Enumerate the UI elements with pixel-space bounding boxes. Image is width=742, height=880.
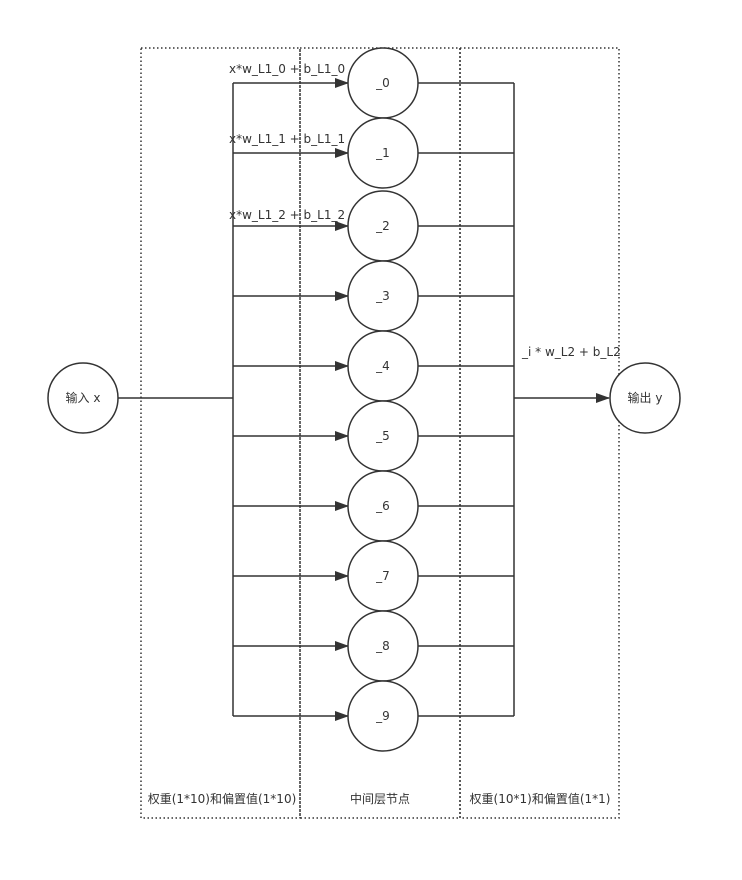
input-edge-label-0: x*w_L1_0 + b_L1_0: [229, 62, 345, 76]
output-node-circle: [609, 362, 681, 434]
input-edge-label-1: x*w_L1_1 + b_L1_1: [229, 132, 345, 146]
hidden-node-0: _0: [347, 47, 419, 119]
output-edges: [418, 82, 610, 717]
region-captions: 权重(1*10)和偏置值(1*10) 中间层节点 权重(10*1)和偏置值(1*…: [148, 791, 611, 806]
hidden-node-5: _5: [347, 400, 419, 472]
hidden-node-label: _0: [375, 76, 390, 90]
region-right-box: [459, 47, 620, 819]
hidden-node-label: _9: [375, 709, 390, 723]
input-node-circle: [47, 362, 119, 434]
region-left-box: [140, 47, 301, 819]
hidden-node-label: _7: [375, 569, 390, 583]
hidden-layer-nodes: _0 _1 _2 _3 _4 _5 _6 _7 _8 _9: [347, 47, 419, 752]
output-edge-label: _i * w_L2 + b_L2: [521, 345, 621, 359]
hidden-node-label: _5: [375, 429, 390, 443]
hidden-node-1: _1: [347, 117, 419, 189]
region-middle-caption: 中间层节点: [350, 791, 410, 806]
input-edges: [118, 78, 349, 721]
hidden-node-8: _8: [347, 610, 419, 682]
hidden-node-4: _4: [347, 330, 419, 402]
hidden-node-circle: [347, 680, 419, 752]
hidden-node-circle: [347, 117, 419, 189]
output-node: 输出 y: [609, 362, 681, 434]
region-right-caption: 权重(10*1)和偏置值(1*1): [470, 791, 611, 806]
hidden-node-label: _8: [375, 639, 390, 653]
hidden-node-label: _1: [375, 146, 390, 160]
region-left-caption: 权重(1*10)和偏置值(1*10): [148, 791, 297, 806]
hidden-node-label: _2: [375, 219, 390, 233]
hidden-node-6: _6: [347, 470, 419, 542]
hidden-node-2: _2: [347, 190, 419, 262]
hidden-node-9: _9: [347, 680, 419, 752]
edge-labels: _i * w_L2 + b_L2 x*w_L1_0 + b_L1_0 x*w_L1…: [229, 62, 621, 359]
input-node: 输入 x: [47, 362, 119, 434]
hidden-node-label: _4: [375, 359, 390, 373]
input-node-label: 输入 x: [66, 390, 101, 405]
input-edge-label-2: x*w_L1_2 + b_L1_2: [229, 208, 345, 222]
hidden-node-label: _6: [375, 499, 390, 513]
hidden-node-label: _3: [375, 289, 390, 303]
output-node-label: 输出 y: [628, 390, 663, 405]
hidden-node-7: _7: [347, 540, 419, 612]
hidden-node-3: _3: [347, 260, 419, 332]
